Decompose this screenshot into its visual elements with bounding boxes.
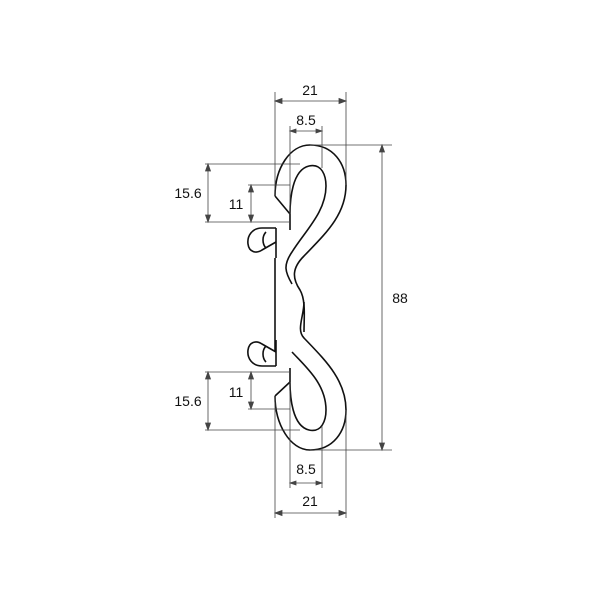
- top-hook-inner-label: 11: [229, 196, 244, 212]
- bottom-hook-outer-curve: [274, 301, 347, 451]
- top-opening-label: 8.5: [296, 112, 316, 128]
- top-hook-inner-curve: [285, 164, 327, 285]
- bottom-hook-outer-label: 15.6: [174, 393, 201, 409]
- bottom-gate-latch: [247, 340, 277, 367]
- bottom-width-label: 21: [302, 493, 318, 509]
- top-width-label: 21: [302, 82, 318, 98]
- top-gate-latch: [247, 227, 277, 258]
- bottom-hook-inner-curve: [289, 351, 327, 432]
- top-hook-outer-label: 15.6: [174, 185, 201, 201]
- hook-outline: [274, 144, 347, 451]
- bottom-hook-tip: [274, 368, 291, 397]
- bottom-hook-inner-label: 11: [229, 384, 244, 400]
- top-hook-outer-curve: [274, 144, 347, 333]
- total-length-label: 88: [392, 290, 408, 306]
- top-hook-tip: [274, 195, 291, 230]
- dimension-lines: [204, 92, 392, 518]
- bottom-opening-label: 8.5: [296, 461, 316, 477]
